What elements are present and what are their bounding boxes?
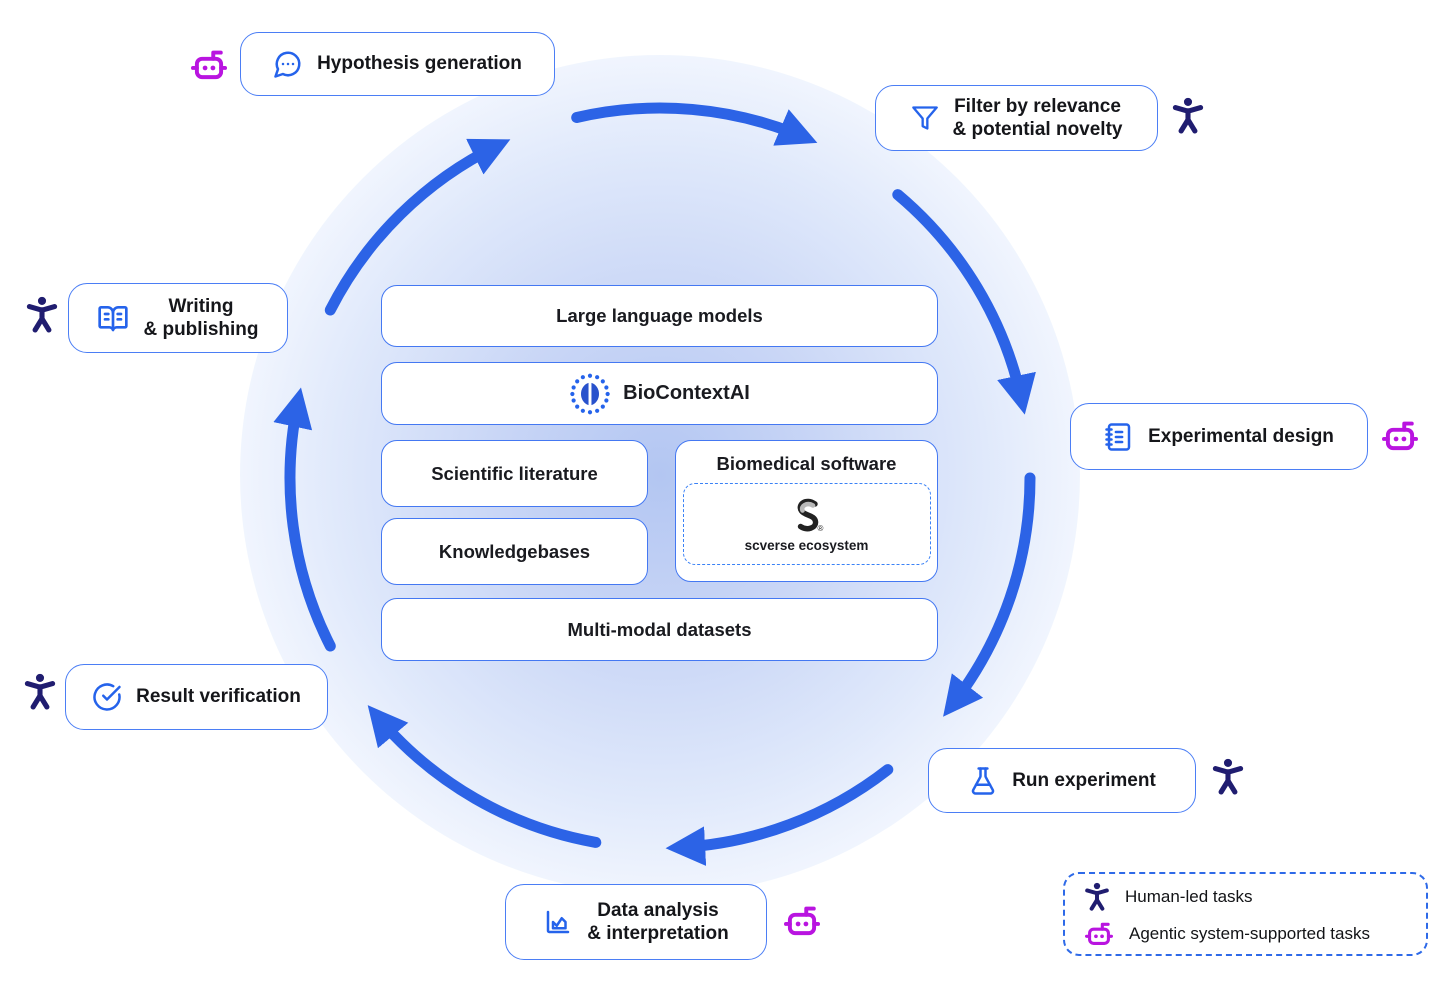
task-label: Hypothesis generation (317, 53, 522, 75)
chart-icon (543, 907, 573, 937)
human-icon (22, 670, 58, 714)
arrow-writing-to-hypothesis (324, 138, 511, 316)
task-label: Filter by relevance & potential novelty (952, 95, 1123, 140)
scverse-label: scverse ecosystem (744, 537, 869, 553)
legend-item-human: Human-led tasks (1083, 881, 1408, 913)
robot-icon (189, 47, 229, 83)
human-icon (1083, 881, 1111, 913)
task-label: Result verification (136, 686, 301, 708)
chat-dots-icon (273, 49, 303, 79)
human-icon (1210, 755, 1246, 799)
funnel-icon (911, 104, 939, 132)
biocontextai-logo (569, 373, 611, 415)
legend-item-agent: Agentic system-supported tasks (1083, 920, 1408, 948)
center-label: Biomedical software (716, 453, 897, 474)
book-open-icon (97, 302, 129, 334)
center-label: Large language models (556, 305, 763, 326)
center-label: Knowledgebases (438, 540, 591, 562)
center-box-biocontextai: BioContextAI (381, 362, 938, 425)
task-label: Writing & publishing (143, 295, 259, 340)
arrow-run-to-analysis (665, 764, 894, 866)
check-circle-icon (92, 682, 122, 712)
task-box-run-experiment: Run experiment (928, 748, 1196, 813)
arrow-analysis-to-verification (367, 705, 602, 848)
task-box-writing-publishing: Writing & publishing (68, 283, 288, 353)
center-label: Multi-modal datasets (567, 618, 752, 640)
task-box-result-verification: Result verification (65, 664, 328, 730)
human-icon (1170, 94, 1206, 138)
task-label: Data analysis & interpretation (587, 899, 729, 944)
legend-box: Human-led tasks Agentic system-supported… (1063, 872, 1428, 956)
task-box-hypothesis-generation: Hypothesis generation (240, 32, 555, 96)
arrow-design-to-run (943, 472, 1036, 717)
center-label: BioContextAI (623, 382, 750, 404)
center-box-large-language-models: Large language models (381, 285, 938, 347)
center-box-biomedical-software: Biomedical software scverse ecosystem (675, 440, 938, 582)
center-label: Scientific literature (431, 462, 598, 484)
center-box-knowledgebases: Knowledgebases (381, 518, 648, 585)
notebook-icon (1104, 422, 1134, 452)
robot-icon (782, 903, 822, 939)
legend-label: Agentic system-supported tasks (1129, 923, 1370, 943)
task-label: Run experiment (1012, 769, 1156, 791)
arrow-hypothesis-to-filter (571, 102, 818, 146)
arrow-filter-to-design (892, 189, 1036, 415)
center-box-scientific-literature: Scientific literature (381, 440, 648, 507)
arrow-verification-to-writing (273, 387, 336, 652)
robot-icon (1380, 418, 1420, 454)
task-box-data-analysis: Data analysis & interpretation (505, 884, 767, 960)
task-box-filter-relevance: Filter by relevance & potential novelty (875, 85, 1158, 151)
scverse-ecosystem-box: scverse ecosystem (682, 483, 931, 565)
legend-label: Human-led tasks (1125, 886, 1253, 906)
task-box-experimental-design: Experimental design (1070, 403, 1368, 470)
task-label: Experimental design (1148, 425, 1334, 447)
human-icon (24, 293, 60, 337)
center-box-multi-modal-datasets: Multi-modal datasets (381, 598, 938, 661)
flask-icon (968, 766, 998, 796)
robot-icon (1083, 920, 1115, 948)
scverse-logo (787, 496, 827, 536)
